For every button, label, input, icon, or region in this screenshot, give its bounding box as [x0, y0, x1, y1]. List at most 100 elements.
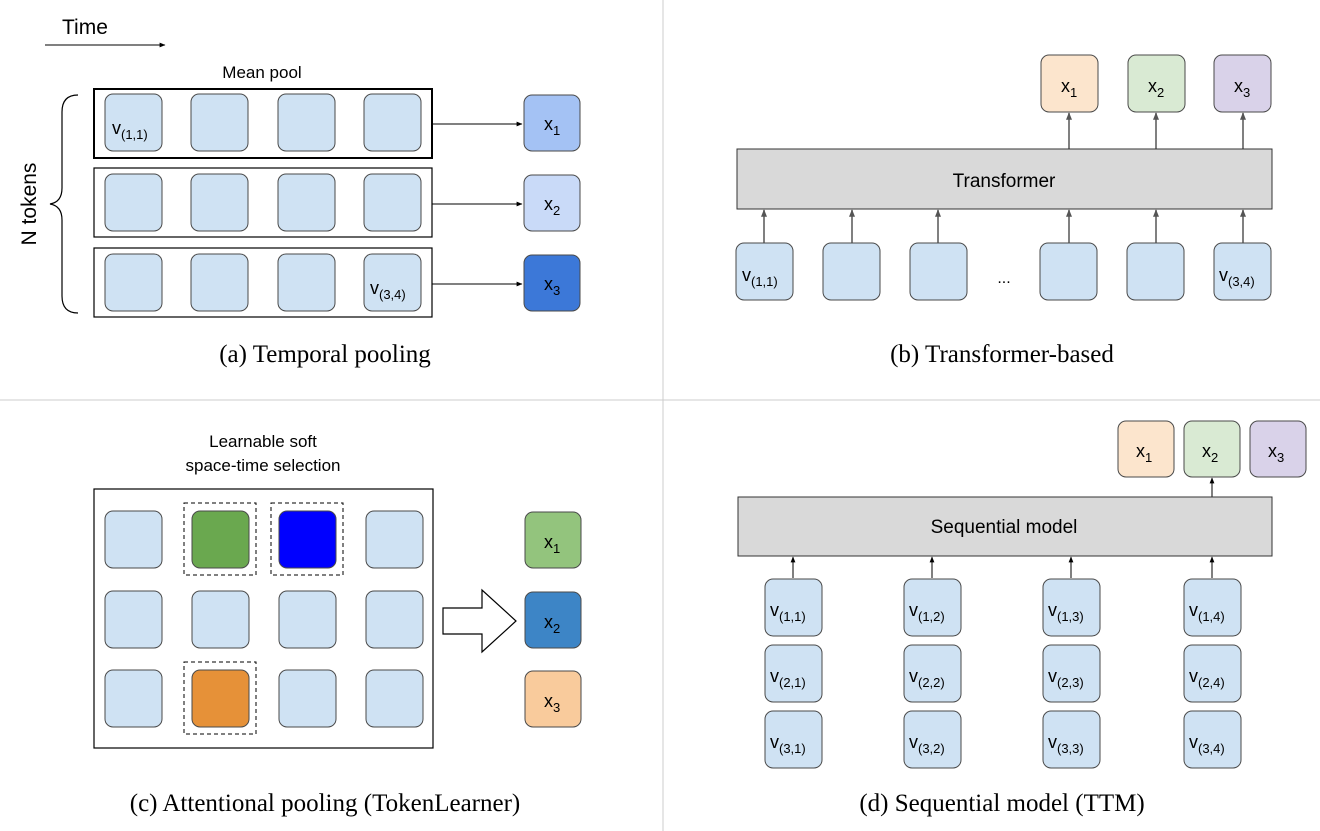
caption-a: (a) Temporal pooling	[219, 341, 431, 368]
token	[365, 669, 424, 728]
sequential-model-label: Sequential model	[931, 517, 1078, 538]
transformer-label: Transformer	[953, 171, 1056, 192]
output-x2	[524, 591, 582, 649]
output-x2	[523, 174, 581, 232]
token	[909, 242, 968, 301]
output-label: x1	[1061, 76, 1077, 100]
token	[104, 93, 163, 152]
token	[764, 578, 823, 637]
selection-title-2: space-time selection	[186, 456, 341, 475]
token-label: v(2,1)	[770, 666, 806, 690]
token	[278, 590, 337, 649]
output-label: x3	[544, 691, 560, 715]
output-label: x2	[1148, 76, 1164, 100]
token	[1183, 644, 1242, 703]
token-label: v(3,4)	[370, 278, 406, 302]
token	[903, 644, 962, 703]
selection-box	[183, 661, 257, 735]
token	[191, 590, 250, 649]
selection-box	[270, 502, 344, 576]
token	[363, 93, 422, 152]
grid-frame	[93, 488, 434, 749]
token-label: v(1,1)	[742, 265, 778, 289]
token	[1042, 578, 1101, 637]
token	[277, 253, 336, 312]
token-selected-blue	[278, 510, 337, 569]
token	[1042, 710, 1101, 769]
token	[363, 173, 422, 232]
panel-b: x1 x2 x3 Transformer v(1,1) ... v(3,4) (…	[735, 54, 1273, 368]
token-grid: v(1,1) v(1,2) v(1,3) v(1,4) v(2,1) v(2,2…	[764, 578, 1242, 769]
token	[1042, 644, 1101, 703]
output-label: x3	[1268, 441, 1284, 465]
token	[1039, 242, 1098, 301]
token	[104, 590, 163, 649]
token	[822, 242, 881, 301]
output-x1	[524, 511, 582, 569]
token	[1126, 242, 1185, 301]
token	[278, 669, 337, 728]
output-label: x2	[544, 612, 560, 636]
output-label: x3	[1234, 76, 1250, 100]
token	[104, 669, 163, 728]
output-x3	[524, 670, 582, 728]
selection-box	[183, 502, 257, 576]
hollow-arrow	[442, 588, 517, 654]
token	[764, 710, 823, 769]
token-selected-orange	[191, 669, 250, 728]
token-selected-green	[191, 510, 250, 569]
output-x3	[1249, 420, 1307, 478]
caption-d: (d) Sequential model (TTM)	[859, 790, 1144, 817]
token	[735, 242, 794, 301]
output-x3	[523, 254, 581, 312]
ellipsis: ...	[997, 270, 1010, 287]
token	[277, 93, 336, 152]
output-x3	[1213, 54, 1272, 113]
token-label: v(1,2)	[909, 600, 945, 624]
token	[190, 93, 249, 152]
time-label: Time	[62, 16, 108, 39]
n-tokens-label: N tokens	[18, 163, 41, 246]
token	[104, 253, 163, 312]
mean-pool-label: Mean pool	[222, 63, 301, 82]
token-label: v(2,2)	[909, 666, 945, 690]
token	[1213, 242, 1272, 301]
panel-d: x1 x2 x3 Sequential model v(1,1) v(1,2) …	[737, 420, 1307, 817]
panel-a: Time Mean pool N tokens v(1,1) v(3,4)	[18, 16, 581, 368]
output-x1	[523, 94, 581, 152]
row-frame	[93, 167, 433, 238]
caption-c: (c) Attentional pooling (TokenLearner)	[130, 790, 520, 817]
token	[903, 710, 962, 769]
token	[764, 644, 823, 703]
output-label: x1	[544, 532, 560, 556]
token-label: v(3,4)	[1189, 732, 1225, 756]
sequential-model-block	[737, 496, 1273, 557]
token	[1183, 710, 1242, 769]
output-label: x3	[544, 274, 560, 298]
token	[365, 590, 424, 649]
token-label: v(2,3)	[1048, 666, 1084, 690]
output-label: x2	[544, 194, 560, 218]
output-x2	[1127, 54, 1186, 113]
token-label: v(3,4)	[1219, 265, 1255, 289]
panel-c: Learnable soft space-time selection x1 x…	[93, 432, 582, 817]
token-label: v(1,1)	[112, 118, 148, 142]
row-frame	[93, 247, 433, 318]
token-label: v(2,4)	[1189, 666, 1225, 690]
token	[104, 173, 163, 232]
token-label: v(1,1)	[770, 600, 806, 624]
token	[190, 173, 249, 232]
token	[903, 578, 962, 637]
token-label: v(1,4)	[1189, 600, 1225, 624]
output-x2	[1183, 420, 1241, 478]
token	[1183, 578, 1242, 637]
token	[277, 173, 336, 232]
token	[104, 510, 163, 569]
output-label: x1	[1136, 441, 1152, 465]
output-label: x2	[1202, 441, 1218, 465]
caption-b: (b) Transformer-based	[890, 341, 1114, 368]
output-x1	[1040, 54, 1099, 113]
token	[363, 253, 422, 312]
transformer-block	[736, 148, 1273, 210]
